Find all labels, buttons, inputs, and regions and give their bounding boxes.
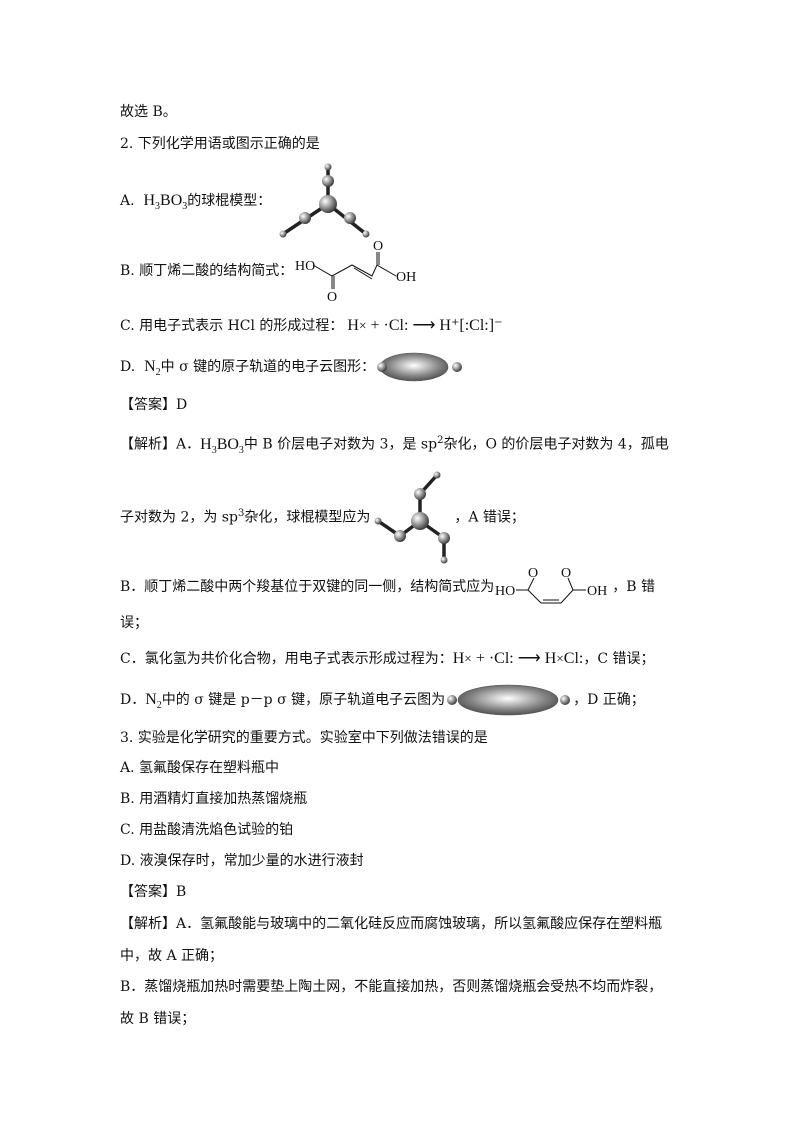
explanation-3a-cont: 中，故 A 正确；: [120, 948, 224, 964]
chem-oh: OH: [587, 584, 607, 599]
formula-h3bo3: H3BO3: [143, 192, 188, 213]
fumaric-acid-structure: HO OH O O: [295, 239, 416, 305]
explanation-2d: D．N2中的 σ 键是 p－p σ 键，原子轨道电子云图为 ，D 正确；: [120, 684, 645, 716]
option-2c: C. 用电子式表示 HCl 的形成过程： H× + ·Cl: ⟶ H⁺[:Cl:…: [120, 317, 503, 335]
option-2d: D. N2中 σ 键的原子轨道的电子云图形：: [120, 352, 465, 382]
label: A.: [120, 193, 135, 209]
question-2: 2. 下列化学用语或图示正确的是: [120, 136, 320, 152]
chem-ho: HO: [295, 259, 315, 274]
label: D.: [120, 359, 136, 375]
text-line: 故选 B。: [120, 104, 177, 120]
chem-o: O: [373, 239, 383, 254]
question-3: 3. 实验是化学研究的重要方式。实验室中下列做法错误的是: [120, 730, 488, 746]
option-text: 的球棍模型：: [187, 193, 272, 209]
option-3d: D. 液溴保存时，常加少量的水进行液封: [120, 853, 364, 869]
formula-n2: N2: [144, 358, 161, 379]
answer-2: 【答案】D: [120, 397, 188, 413]
chem-oh: OH: [396, 270, 416, 285]
sigma-bond-electron-cloud: [447, 684, 571, 716]
explanation-2a-cont: 子对数为 2，为 sp3杂化，球棍模型应为 ，A 错误；: [120, 471, 525, 564]
option-2b: B. 顺丁烯二酸的结构简式： HO OH O O: [120, 239, 433, 305]
ball-stick-model-planar: [279, 163, 370, 238]
explanation-2a-end: ，A 错误；: [454, 509, 525, 526]
explanation-3b: B．蒸馏烧瓶加热时需要垫上陶土网，不能直接加热，否则蒸馏烧瓶会受热不均而炸裂，: [120, 979, 663, 995]
chem-ho: HO: [495, 584, 515, 599]
electron-formula: H× + ·Cl: ⟶ H⁺[:Cl:]⁻: [347, 317, 503, 334]
chem-o: O: [327, 290, 337, 305]
chem-o: O: [561, 566, 571, 581]
ball-stick-model-tetrahedral: [374, 471, 451, 564]
option-3c: C. 用盐酸清洗焰色试验的铂: [120, 822, 294, 838]
option-text: B. 顺丁烯二酸的结构简式：: [120, 263, 294, 279]
sigma-bond-electron-cloud: [377, 352, 463, 382]
explanation-3a: 【解析】A．氢氟酸能与玻璃中的二氧化硅反应而腐蚀玻璃，所以氢氟酸应保存在塑料瓶: [120, 916, 663, 932]
explanation-2c: C．氯化氢为共价化合物，用电子式表示形成过程为：H× + ·Cl: ⟶ H×Cl…: [120, 650, 655, 667]
maleic-acid-structure: HO OH O O: [495, 566, 608, 604]
answer-3: 【答案】B: [120, 884, 187, 900]
electron-formula: H× + ·Cl: ⟶ H×Cl:: [452, 650, 584, 667]
explanation-3b-cont: 故 B 错误；: [120, 1011, 196, 1027]
chem-o: O: [528, 566, 538, 581]
option-3b: B. 用酒精灯直接加热蒸馏烧瓶: [120, 791, 308, 807]
option-2a: A. H3BO3的球棍模型：: [120, 163, 375, 238]
explanation-2b-end: ，B 错: [612, 579, 656, 595]
option-text: C. 用电子式表示 HCl 的形成过程：: [120, 318, 344, 334]
explanation-2b-cont: 误；: [120, 615, 148, 631]
explanation-2a: 【解析】A．H3BO3中 B 价层电子对数为 3，是 sp2杂化，O 的价层电子…: [120, 435, 669, 456]
explanation-2d-end: ，D 正确；: [573, 692, 645, 708]
option-text: 中 σ 键的原子轨道的电子云图形：: [160, 359, 376, 375]
option-3a: A. 氢氟酸保存在塑料瓶中: [120, 760, 280, 776]
